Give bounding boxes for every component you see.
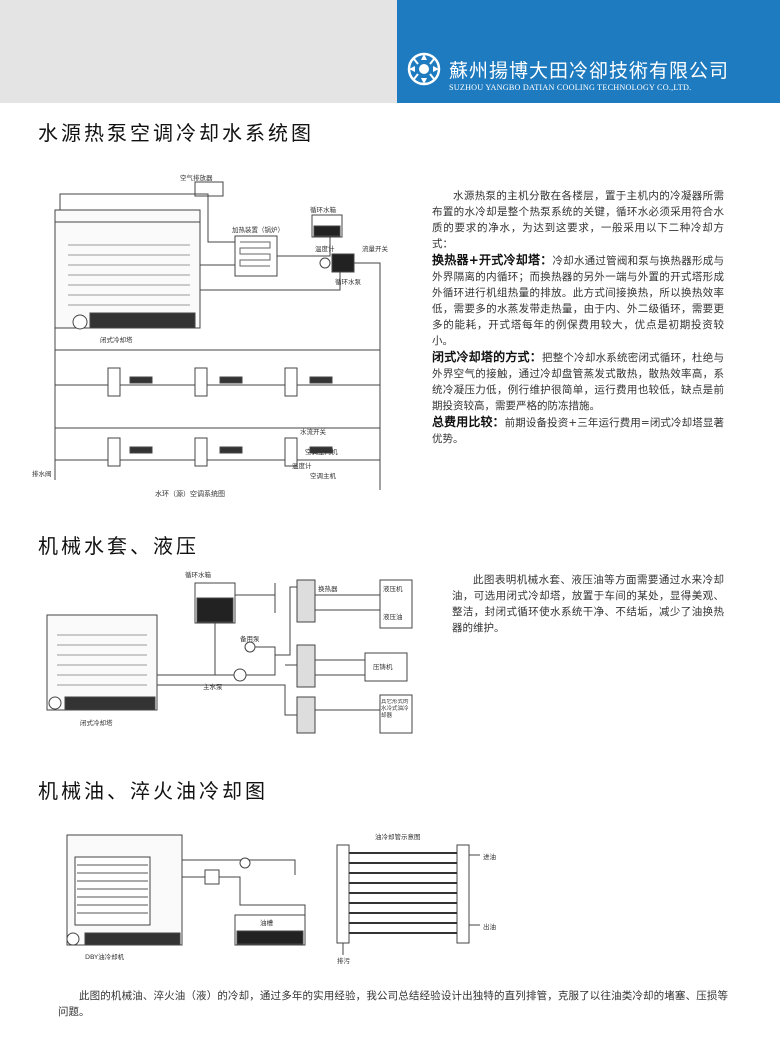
section2-description: 此图表明机械水套、液压油等方面需要通过水来冷却油，可选用闭式冷却塔，放置于车间的… bbox=[452, 572, 724, 636]
oil-quench-cooling-diagram: 油冷却管示意图 进油 出油 排污 油槽 DBY油冷却机 bbox=[55, 815, 515, 965]
section3-description: 此图的机械油、淬火油（液）的冷却，通过多年的实用经验，我公司总结经验设计出独特的… bbox=[58, 988, 728, 1020]
label-tower: 闭式冷却塔 bbox=[100, 335, 133, 344]
water-source-heat-pump-diagram: 空气排放器 循环水箱 加热装置（锅炉） 温度计 流量开关 循环水泵 闭式冷却塔 … bbox=[30, 170, 415, 500]
section1-text: 水源热泵的主机分散在各楼层，置于主机内的冷凝器所需布置的水冷却是整个热泵系统的关… bbox=[432, 188, 724, 447]
header-brand-band: 蘇州揚博大田冷卻技術有限公司 SUZHOU YANGBO DATIAN COOL… bbox=[397, 0, 780, 103]
section3-title: 机械油、淬火油冷却图 bbox=[38, 775, 268, 804]
label-flow-switch-2: 水流开关 bbox=[300, 427, 327, 436]
diagram1-caption: 水环（源）空调系统图 bbox=[155, 489, 225, 498]
label-hydraulic-oil: 液压油 bbox=[383, 612, 403, 621]
label-heater: 加热装置（锅炉） bbox=[232, 225, 284, 234]
section2-text: 此图表明机械水套、液压油等方面需要通过水来冷却油，可选用闭式冷却塔，放置于车间的… bbox=[452, 572, 724, 636]
label-tank: 循环水箱 bbox=[185, 570, 212, 579]
label-hydraulic-machine: 液压机 bbox=[383, 584, 403, 593]
company-name-en: SUZHOU YANGBO DATIAN COOLING TECHNOLOGY … bbox=[449, 83, 691, 92]
section1-intro: 水源热泵的主机分散在各楼层，置于主机内的冷凝器所需布置的水冷却是整个热泵系统的关… bbox=[432, 188, 724, 252]
section3-text: 此图的机械油、淬火油（液）的冷却，通过多年的实用经验，我公司总结经验设计出独特的… bbox=[58, 988, 728, 1020]
method1-heading: 换热器+开式冷却塔： bbox=[432, 253, 552, 267]
company-logo-icon bbox=[407, 52, 441, 86]
company-name-cn: 蘇州揚博大田冷卻技術有限公司 bbox=[449, 56, 729, 83]
header-left-band bbox=[0, 0, 397, 103]
label-schematic: 油冷却管示意图 bbox=[375, 832, 421, 841]
label-flow-switch: 流量开关 bbox=[362, 244, 389, 253]
label-main-pump: 主水泵 bbox=[203, 682, 223, 691]
method2-heading: 闭式冷却塔的方式： bbox=[432, 350, 542, 364]
section1-title: 水源热泵空调冷却水系统图 bbox=[38, 117, 314, 146]
label-oil-in: 进油 bbox=[483, 852, 496, 861]
label-oil-out: 出油 bbox=[483, 922, 496, 931]
label-air-vent: 空气排放器 bbox=[180, 173, 213, 182]
label-pump: 循环水泵 bbox=[335, 277, 362, 286]
label-thermometer-2: 温度计 bbox=[292, 461, 312, 470]
label-tank: 循环水箱 bbox=[310, 205, 337, 214]
label-thermometer: 温度计 bbox=[315, 244, 335, 253]
label-oil-tank: 油槽 bbox=[260, 918, 274, 927]
label-drain: 排水阀 bbox=[32, 469, 52, 478]
label-host-unit: 空调主机 bbox=[310, 471, 337, 480]
method3-heading: 总费用比较： bbox=[432, 415, 505, 429]
label-oil-cooler: DBY油冷却机 bbox=[85, 952, 125, 961]
section2-title: 机械水套、液压 bbox=[38, 530, 199, 559]
label-tower: 闭式冷却塔 bbox=[80, 718, 113, 727]
method1-text: 冷却水通过管阀和泵与换热器形成与外界隔离的内循环；而换热器的另外一端与外置的开式… bbox=[432, 255, 724, 347]
label-heat-exchanger: 换热器 bbox=[318, 584, 338, 593]
label-drain: 排污 bbox=[337, 956, 351, 965]
label-die-caster: 压铸机 bbox=[373, 662, 393, 671]
label-indoor-unit: 空调室内机 bbox=[305, 447, 338, 456]
label-backup-pump: 备用泵 bbox=[240, 634, 260, 643]
mechanical-hydraulic-diagram: 循环水箱 备用泵 主水泵 换热器 液压机 液压油 压铸机 其它形式的水冷式油冷却… bbox=[35, 565, 420, 735]
label-other-cooler: 其它形式的水冷式油冷却器 bbox=[381, 699, 413, 720]
